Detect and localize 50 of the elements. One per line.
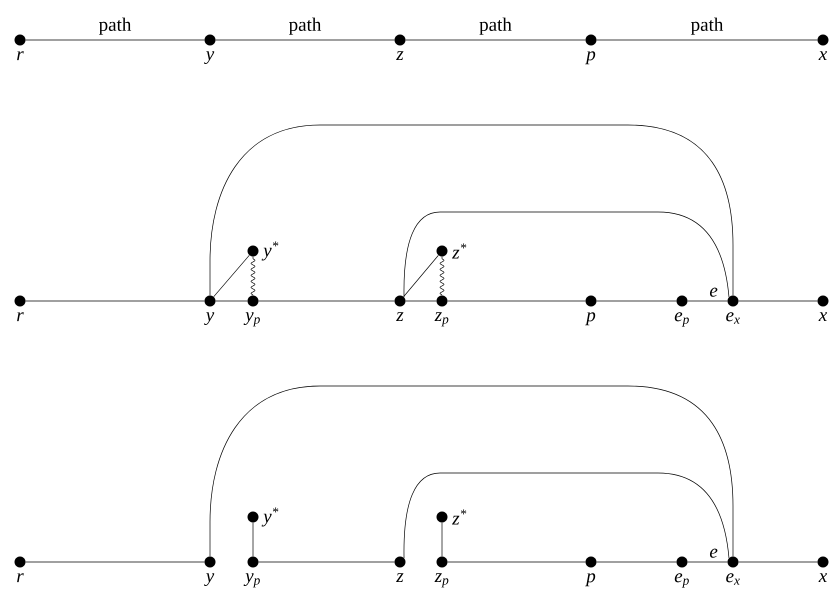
edge-label: path — [690, 18, 724, 35]
node-label: z$_{p}$ — [434, 312, 448, 326]
node-label: x — [818, 51, 828, 60]
node-label: r — [17, 312, 24, 322]
node-label: r — [17, 51, 24, 60]
node-label: z$^{*}$ — [452, 510, 466, 524]
edge-line — [25, 300, 205, 302]
wavy-edge — [440, 256, 444, 296]
edge-line — [403, 255, 439, 297]
node-label: y$_{p}$ — [244, 312, 260, 326]
edge-line — [447, 300, 586, 302]
node-label: r — [17, 573, 24, 582]
node-label: e$_{x}$ — [726, 573, 740, 585]
node-label: z — [396, 51, 404, 60]
node-label: p — [585, 51, 596, 64]
edge-line — [405, 300, 437, 302]
node-label: y — [204, 51, 214, 64]
node-label: z — [396, 312, 404, 321]
edge-line — [215, 300, 248, 302]
edge-line — [258, 300, 395, 302]
edge-label: path — [98, 18, 132, 35]
node-label: e$_{p}$ — [674, 573, 689, 588]
node-label: p — [585, 312, 596, 326]
edge-line — [252, 522, 254, 557]
arc-edge — [210, 386, 734, 557]
node-label: p — [585, 573, 596, 586]
node-label: x — [818, 312, 828, 321]
node-label: y — [204, 573, 214, 586]
edge-line — [213, 254, 250, 298]
edge-label: e — [710, 548, 718, 558]
edge-line — [687, 300, 728, 302]
node-label: y$^{*}$ — [262, 507, 278, 527]
edge-line — [738, 300, 818, 302]
node-label: y$^{*}$ — [262, 241, 278, 261]
edge-line — [596, 300, 677, 302]
arc-edge — [404, 472, 730, 558]
node-label: e$_{p}$ — [674, 312, 689, 327]
arc-edge — [210, 124, 734, 296]
edge-label: path — [479, 18, 512, 35]
node-label: e$_{x}$ — [726, 312, 740, 324]
node-label: x — [818, 573, 828, 582]
edge-label: path — [288, 18, 322, 35]
node-label: z$_{p}$ — [434, 573, 448, 588]
node-label: z$^{*}$ — [452, 244, 466, 258]
edge-label: e — [710, 288, 718, 297]
wavy-edge — [250, 256, 256, 296]
node-label: y$_{p}$ — [244, 573, 260, 588]
node-label: z — [396, 573, 404, 582]
node-label: y — [204, 312, 214, 326]
arc-edge — [404, 212, 730, 298]
